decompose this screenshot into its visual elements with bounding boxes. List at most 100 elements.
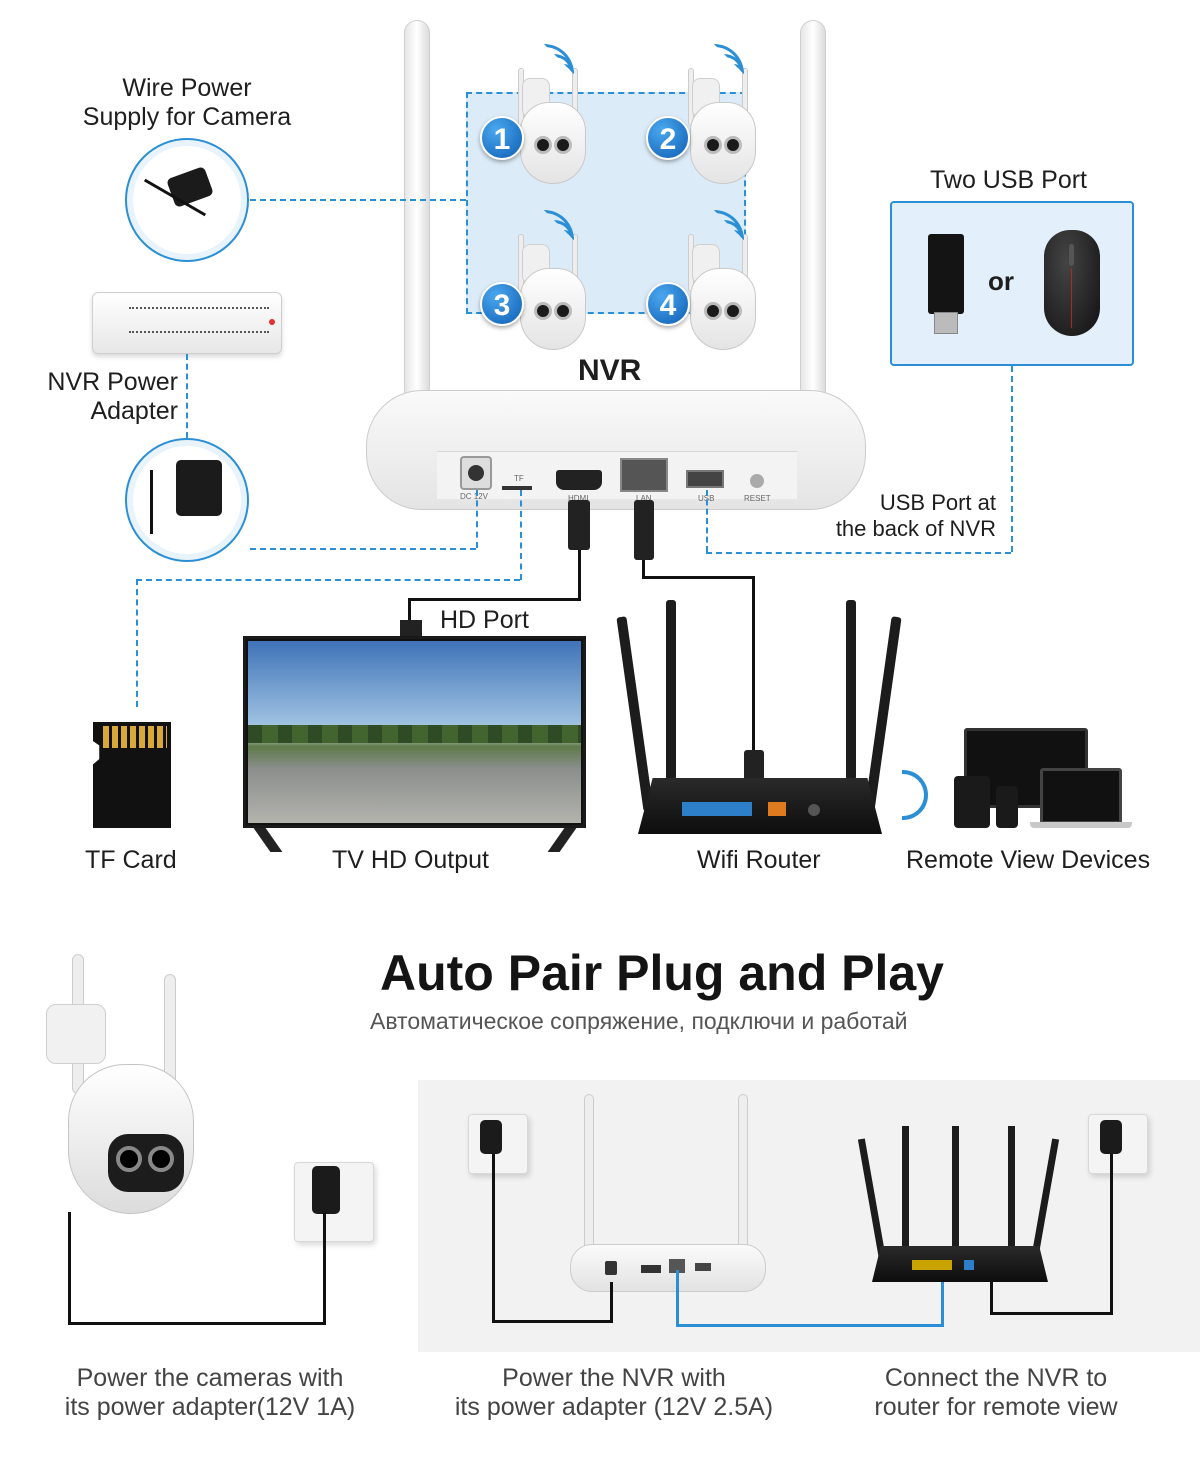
connector-line: [136, 579, 520, 581]
router-antenna: [616, 616, 654, 812]
power-strip-icon: [92, 292, 282, 354]
tf-card-icon: [93, 722, 171, 828]
ethernet-cable: [752, 576, 755, 752]
two-usb-port-label: Two USB Port: [930, 166, 1087, 194]
wifi-signal-icon: [714, 210, 744, 240]
ethernet-cable: [676, 1324, 944, 1327]
power-cable: [323, 1212, 326, 1325]
step-caption-1: Power the cameras with its power adapter…: [64, 1364, 356, 1421]
nvr-label: NVR: [578, 354, 642, 387]
hd-port-label: HD Port: [440, 606, 529, 634]
mouse-icon: [1044, 230, 1100, 336]
usb-back-label: USB Port at the back of NVR: [835, 490, 996, 541]
nvr-port-label-hdmi: HDMI: [568, 494, 589, 503]
ethernet-cable: [642, 560, 645, 578]
tf-card-label: TF Card: [85, 846, 177, 874]
tf-card-slot: [502, 486, 532, 490]
router-antenna: [952, 1126, 959, 1266]
nvr-port-label-reset: RESET: [744, 494, 771, 503]
camera-number-badge: 4: [646, 282, 690, 326]
connector-line: [250, 548, 476, 550]
laptop-base: [1030, 822, 1132, 828]
ethernet-cable: [676, 1270, 679, 1326]
nvr-device: [570, 1244, 766, 1292]
tv-screen: [243, 636, 586, 828]
connector-line: [706, 490, 708, 552]
router-antenna: [902, 1126, 909, 1266]
nvr-power-adapter-icon: [480, 1120, 502, 1154]
ethernet-cable: [941, 1280, 944, 1327]
wifi-router-device: [872, 1246, 1048, 1282]
usb-connector: [934, 312, 958, 334]
power-cable: [990, 1312, 1112, 1315]
tv-stand-left: [253, 828, 283, 852]
connector-line: [136, 579, 138, 707]
hdmi-port: [556, 470, 602, 490]
camera-number-badge: 1: [480, 116, 524, 160]
hdmi-cable: [408, 598, 411, 622]
wireless-camera-3: [512, 234, 592, 354]
power-cable: [68, 1322, 326, 1325]
step-caption-3: Connect the NVR to router for remote vie…: [874, 1364, 1118, 1421]
phone-icon: [996, 786, 1018, 828]
router-antenna: [846, 600, 856, 780]
wireless-camera-2: [682, 68, 762, 188]
or-label: or: [988, 266, 1014, 296]
camera-power-adapter-icon: [312, 1166, 340, 1214]
wireless-signal-icon: [902, 770, 928, 820]
usb-flash-drive-icon: [928, 234, 964, 314]
remote-view-devices-label: Remote View Devices: [906, 846, 1151, 874]
connector-line: [706, 552, 1011, 554]
laptop-icon: [1040, 768, 1122, 824]
setup-steps-panel: [418, 1080, 1200, 1352]
ptz-camera-image: [46, 954, 196, 1216]
router-antenna: [666, 600, 676, 780]
camera-number-badge: 3: [480, 282, 524, 326]
connector-line: [250, 199, 466, 201]
hdmi-plug-icon: [568, 500, 590, 550]
ethernet-cable: [642, 576, 754, 579]
power-cable: [68, 1212, 71, 1324]
hdmi-cable: [578, 550, 581, 600]
nvr-port-label-dc: DC 12V: [460, 492, 489, 501]
wifi-router-device: [638, 778, 882, 834]
tablet-icon: [954, 776, 990, 828]
connector-line: [520, 490, 522, 580]
lan-port: [620, 458, 668, 492]
tv-hd-output-label: TV HD Output: [332, 846, 489, 874]
adapter-cable: [150, 470, 153, 534]
headline-title: Auto Pair Plug and Play: [380, 945, 944, 1001]
hdmi-plug-icon: [400, 620, 422, 636]
wireless-camera-4: [682, 234, 762, 354]
nvr-power-adapter-icon: [176, 460, 222, 516]
router-antenna: [864, 616, 902, 812]
power-cable: [492, 1320, 612, 1323]
nvr-device: [366, 390, 866, 510]
tv-screen-image: [248, 641, 581, 823]
connector-line: [1011, 366, 1013, 552]
camera-number-badge: 2: [646, 116, 690, 160]
step-caption-2: Power the NVR with its power adapter (12…: [454, 1364, 774, 1421]
nvr-power-label: NVR Power Adapter: [47, 368, 178, 425]
nvr-port-label-tf: TF: [514, 474, 524, 483]
wireless-camera-1: [512, 68, 592, 188]
power-cable: [990, 1280, 993, 1314]
power-cable: [492, 1154, 495, 1322]
headline-subtitle: Автоматическое сопряжение, подключи и ра…: [370, 1008, 908, 1034]
power-cable: [1110, 1154, 1113, 1315]
ethernet-plug-icon: [634, 500, 654, 560]
power-cable: [610, 1282, 613, 1323]
connector-line: [186, 354, 188, 438]
hdmi-cable: [408, 598, 581, 601]
nvr-port-label-lan: LAN: [636, 494, 652, 503]
reset-button: [750, 474, 764, 488]
router-power-adapter-icon: [1100, 1120, 1122, 1154]
wifi-signal-icon: [544, 210, 574, 240]
wifi-signal-icon: [714, 44, 744, 74]
usb-port: [686, 470, 724, 488]
wifi-signal-icon: [544, 44, 574, 74]
router-antenna: [1008, 1126, 1015, 1266]
wire-power-label: Wire Power Supply for Camera: [82, 74, 292, 131]
dc-power-port: [460, 456, 492, 490]
connector-line: [476, 490, 478, 548]
